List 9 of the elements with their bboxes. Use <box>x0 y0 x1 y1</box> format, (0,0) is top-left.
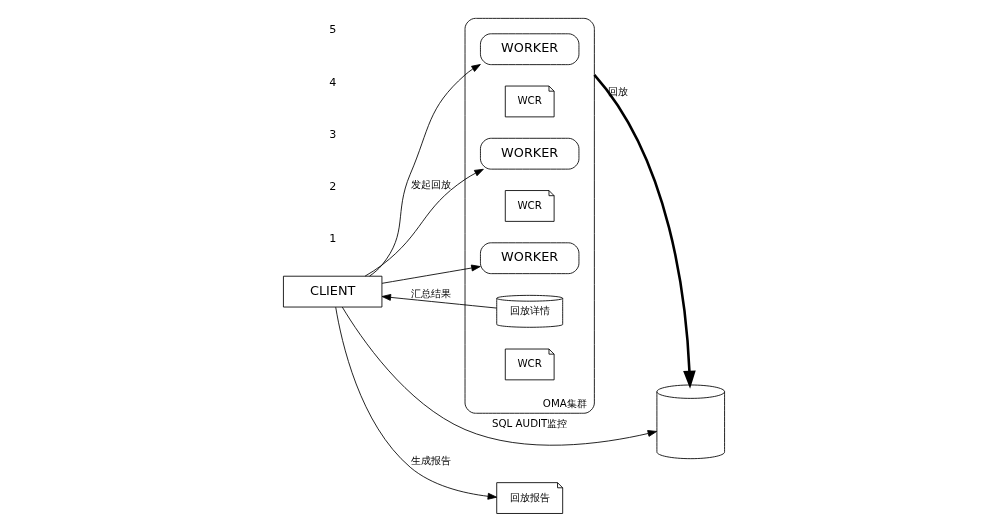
edge-label: 发起回放 <box>411 177 452 190</box>
edge-label: 汇总结果 <box>411 287 452 300</box>
label: 4 <box>329 75 337 89</box>
edge-label: SQL AUDIT监控 <box>492 416 568 429</box>
label: 3 <box>329 127 337 141</box>
label: 5 <box>329 23 337 37</box>
label: 2 <box>329 180 337 194</box>
label: 1 <box>329 232 337 246</box>
edge-label: 生成报告 <box>411 454 452 467</box>
